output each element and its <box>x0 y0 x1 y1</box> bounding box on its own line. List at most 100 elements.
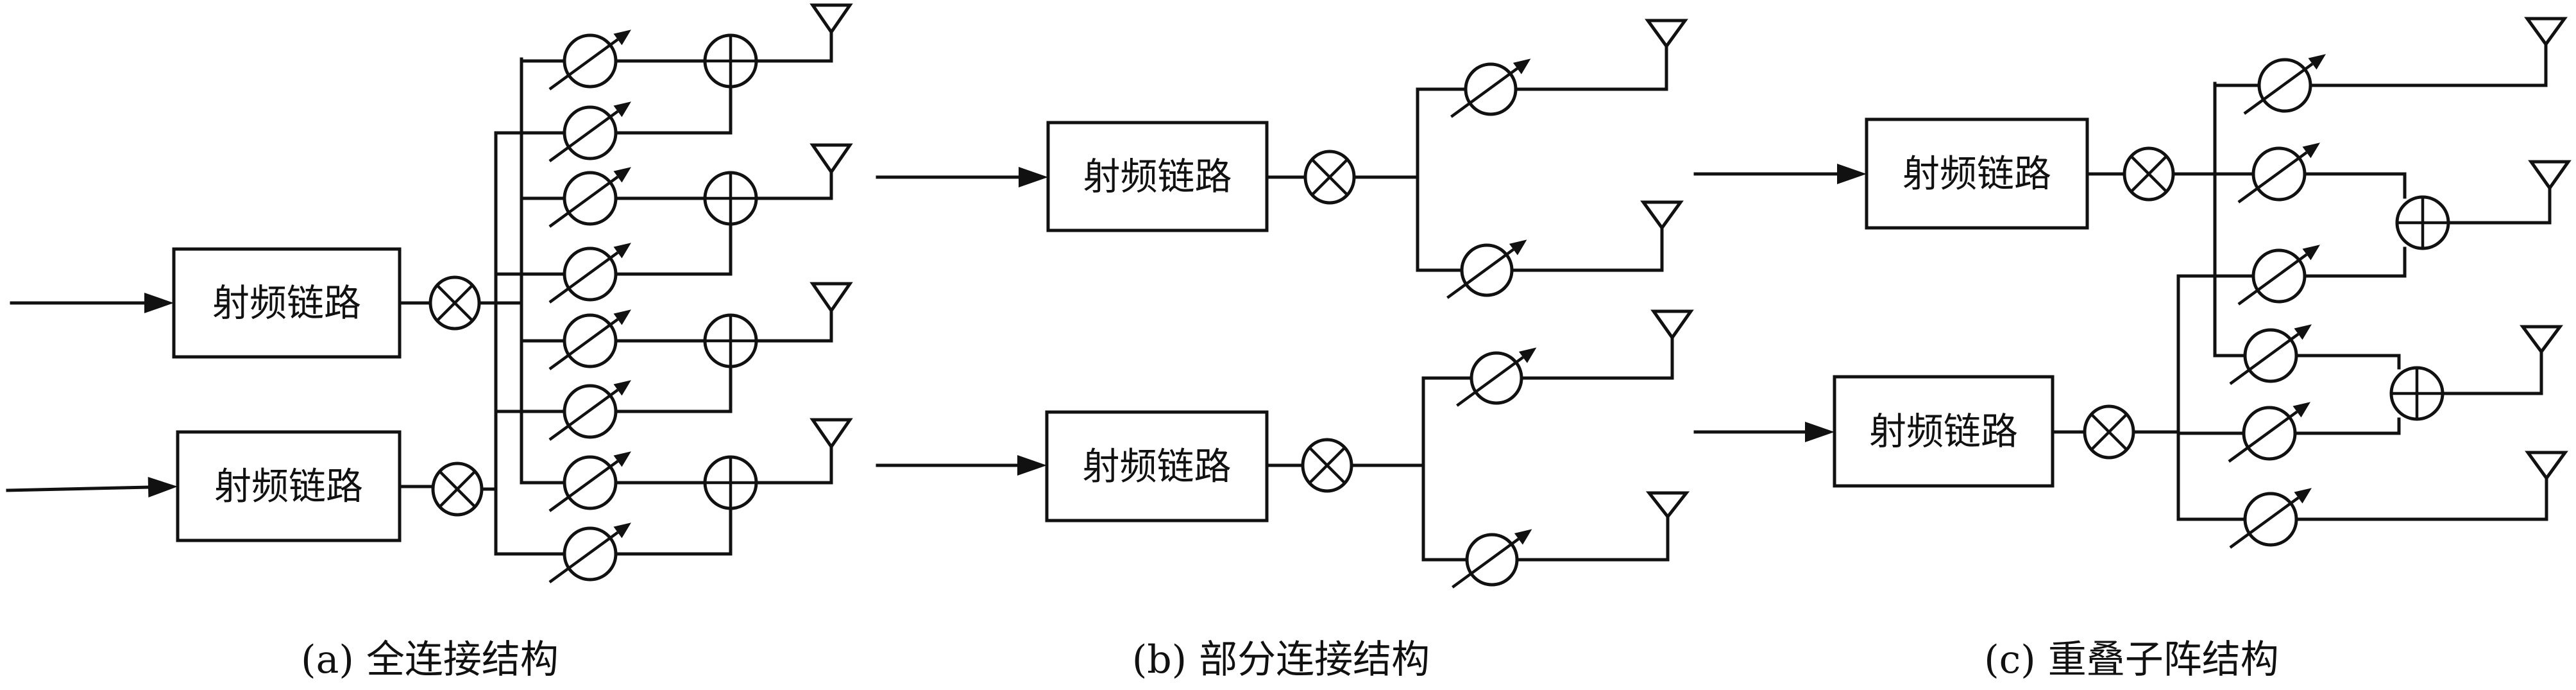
mixer-icon <box>431 461 484 517</box>
antenna-feed <box>754 445 833 485</box>
mixer-icon <box>2083 404 2135 460</box>
phase-shifter-arrow <box>548 531 619 583</box>
phase-shifter-arrow <box>2229 496 2300 549</box>
antenna-triangle <box>2525 451 2568 481</box>
caption-panel-c: (c) 重叠子阵结构 <box>1984 637 2279 682</box>
phase-shifter-icon <box>548 309 631 370</box>
input-arrow <box>6 477 178 498</box>
rf-chain-block: 射频链路 <box>176 430 402 542</box>
antenna-feed <box>2446 186 2552 225</box>
antenna-triangle <box>1645 491 1690 520</box>
arrowhead-icon <box>144 293 174 313</box>
antenna-feed <box>754 170 833 200</box>
phase-shifter-arrowhead <box>1509 239 1527 255</box>
arrowhead-icon <box>1837 164 1867 184</box>
antenna-triangle <box>1645 19 1688 49</box>
antenna-triangle <box>1650 309 1694 341</box>
antenna-triangle <box>2520 325 2563 355</box>
mixer-cross <box>2090 413 2128 451</box>
antenna-feed <box>2309 42 2548 87</box>
arrowhead-icon <box>1805 422 1835 442</box>
adder-icon <box>2395 195 2450 250</box>
phase-shifter-arrowhead <box>2302 245 2320 261</box>
phase-shifter-to-adder <box>2303 172 2407 199</box>
antenna-feed <box>1514 44 1668 91</box>
antenna-triangle <box>809 143 853 175</box>
antenna-feed <box>1520 336 1674 380</box>
phase-shifter-arrow <box>548 110 619 162</box>
phase-shifter-arrow <box>548 175 619 228</box>
input-arrow <box>876 167 1048 187</box>
phase-shifter-arrowhead <box>613 30 631 46</box>
phase-shifter-arrowhead <box>2294 324 2312 340</box>
rf-chain-block: 射频链路 <box>172 247 402 359</box>
mixer-icon <box>2123 146 2175 202</box>
antenna-icon <box>1520 309 1694 380</box>
antenna-icon <box>754 3 853 63</box>
rf-chain-block: 射频链路 <box>1045 410 1269 522</box>
phase-shifter-to-adder <box>2293 417 2401 435</box>
phase-shifter-arrowhead <box>2302 142 2320 159</box>
phase-shifter-arrowhead <box>613 522 631 539</box>
phase-shifter-icon <box>548 380 631 441</box>
phase-shifter-arrowhead <box>613 243 631 259</box>
phase-shifter-arrowhead <box>2294 488 2312 504</box>
mixer-cross <box>438 470 477 508</box>
mixer-icon <box>1301 438 1353 493</box>
mixer-icon <box>428 275 481 331</box>
input-arrow <box>1693 164 1867 184</box>
rf-chain-label: 射频链路 <box>1083 155 1232 198</box>
phase-shifter-arrowhead <box>613 167 631 183</box>
input-arrow <box>1693 422 1835 442</box>
antenna-icon <box>1515 491 1690 562</box>
phase-shifter-to-adder <box>614 85 733 135</box>
antenna-feed <box>754 30 833 63</box>
rf-chain-block: 射频链路 <box>1865 117 2089 230</box>
antenna-icon <box>2294 451 2568 521</box>
antenna-feed <box>2294 476 2548 521</box>
antenna-triangle <box>809 418 853 450</box>
rf-chain-box <box>1045 410 1269 522</box>
mixer-cross <box>1310 158 1349 196</box>
mixer-icon <box>1303 150 1356 205</box>
antenna-triangle <box>2524 17 2568 47</box>
phase-shifter-to-adder <box>2303 246 2407 278</box>
phase-shifter-arrow <box>2243 62 2314 115</box>
antenna-feed <box>1515 515 1670 562</box>
phase-shifter-icon <box>2243 54 2326 115</box>
arrowhead-icon <box>1019 167 1048 187</box>
phase-shifter-arrowhead <box>2292 402 2310 418</box>
caption-panel-b: (b) 部分连接结构 <box>1132 637 1430 682</box>
phase-shifter-arrowhead <box>613 309 631 325</box>
phase-shifter-icon <box>2229 324 2312 385</box>
phase-shifter-to-adder <box>614 222 733 276</box>
phase-shifter-arrow <box>548 38 619 91</box>
antenna-icon <box>754 418 853 485</box>
rf-chain-label: 射频链路 <box>214 465 363 508</box>
phase-shifter-arrowhead <box>1513 58 1531 74</box>
phase-shifter-arrowhead <box>613 101 631 117</box>
phase-shifter-to-adder <box>2294 354 2401 370</box>
antenna-feed <box>1510 226 1664 272</box>
phase-shifter-arrow <box>1452 537 1520 589</box>
phase-shifter-arrow <box>1456 356 1524 407</box>
phase-shifter-to-adder <box>614 506 733 556</box>
phase-shifter-icon <box>548 522 631 583</box>
antenna-icon <box>1514 19 1688 91</box>
mixer-cross <box>2130 155 2168 193</box>
input-arrow-shaft <box>6 485 150 492</box>
adder-icon <box>703 455 758 510</box>
adder-icon <box>2389 366 2445 421</box>
rf-chain-box <box>1865 117 2089 230</box>
phase-shifter-arrow <box>2237 253 2308 306</box>
antenna-triangle <box>2528 160 2572 191</box>
rf-chain-label: 射频链路 <box>1869 410 2018 453</box>
antenna-icon <box>754 143 853 200</box>
input-arrow <box>10 293 174 313</box>
antenna-feed <box>2441 350 2543 395</box>
phase-shifter-arrowhead <box>2308 54 2326 70</box>
rf-chain-block: 射频链路 <box>1046 121 1269 232</box>
antenna-icon <box>2309 17 2568 87</box>
